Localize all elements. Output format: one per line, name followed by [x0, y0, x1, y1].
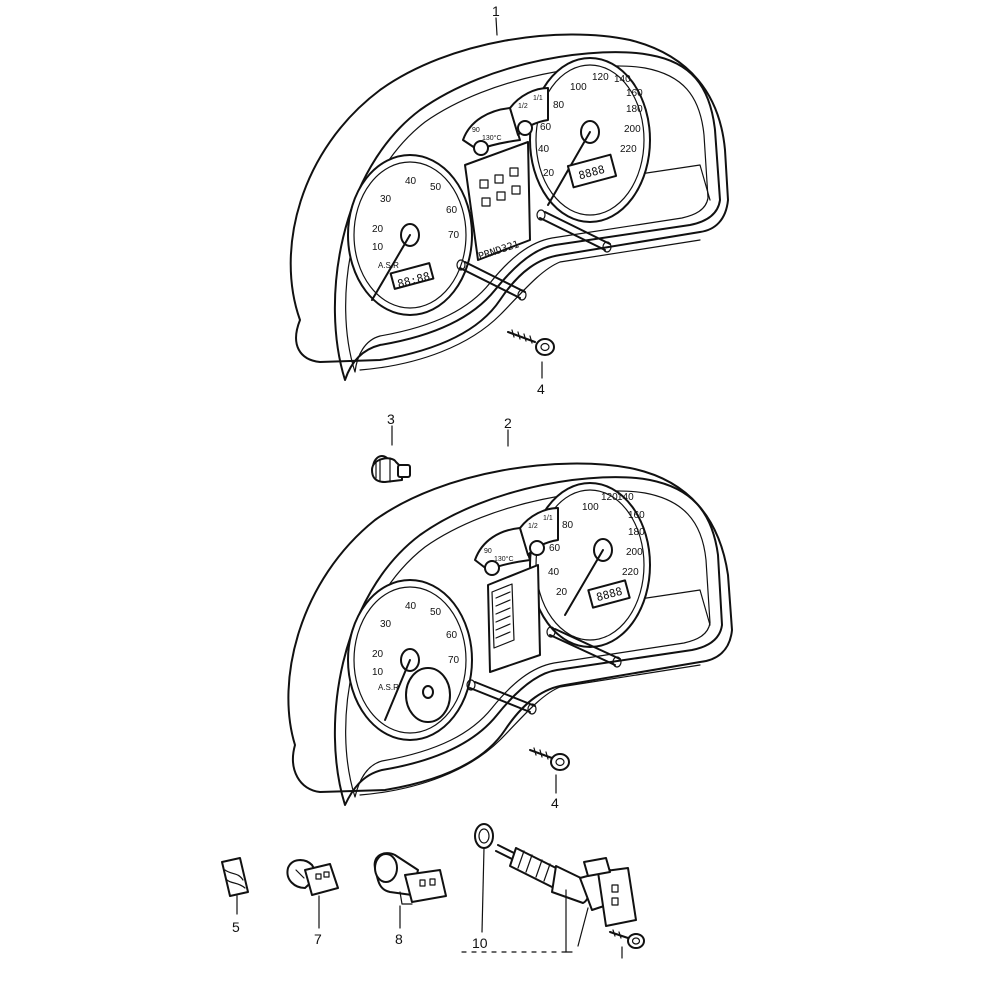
- fuel1-full: 1/1: [533, 95, 543, 102]
- speed-sender-assembly[interactable]: [495, 844, 637, 927]
- temp1-min: 90: [472, 127, 480, 134]
- speedo1-l7: 160: [626, 88, 643, 99]
- tacho1-asr: A.S.R: [378, 261, 399, 270]
- instrument-cluster-2[interactable]: 10 20 30 40 50 60 70 A.S.R 20 40 60 80 1…: [287, 462, 733, 806]
- callout-5: 5: [232, 919, 240, 935]
- cluster-1-bezel: [333, 51, 721, 381]
- tacho1-l2: 30: [380, 194, 392, 205]
- bulb-holder-3[interactable]: [371, 455, 411, 483]
- screw-4-lower[interactable]: [529, 747, 570, 771]
- callout-4-lower: 4: [551, 795, 559, 811]
- cluster-1-clock-display: [389, 262, 435, 290]
- connector-7[interactable]: [286, 859, 339, 896]
- speedo2-l0: 20: [556, 587, 568, 598]
- instrument-cluster-1[interactable]: 10 20 30 40 50 60 70 A.S.R 88:88 20 40 6…: [289, 33, 729, 381]
- clip-5[interactable]: [221, 857, 249, 897]
- cluster-2-speedo-needle: [564, 549, 604, 616]
- speedo1-l8: 180: [626, 104, 643, 115]
- tacho2-l6: 70: [448, 655, 460, 666]
- speedo1-l4: 100: [570, 82, 587, 93]
- screw-4-upper[interactable]: [507, 329, 555, 356]
- speedo2-l9: 200: [626, 547, 643, 558]
- cluster-1-odometer-display: [566, 153, 618, 189]
- speedo1-l9: 200: [624, 124, 641, 135]
- fuel2-half: 1/2: [528, 523, 538, 530]
- tacho2-asr: A.S.R: [378, 683, 399, 692]
- tacho1-l3: 40: [405, 176, 417, 187]
- temp2-label: 130°C: [494, 555, 514, 563]
- o-ring-10[interactable]: [474, 823, 494, 849]
- speedo1-l0: 20: [543, 168, 555, 179]
- cluster-1-center: 90 130°C 1/2 1/1 PRND321: [462, 87, 549, 263]
- speedo2-l3: 80: [562, 520, 574, 531]
- leader-lines: [236, 17, 623, 959]
- speedo2-l4: 100: [582, 502, 599, 513]
- callout-4-upper: 4: [537, 381, 545, 397]
- fuel2-full: 1/1: [543, 515, 553, 522]
- speedo2-l10: 220: [622, 567, 639, 578]
- speedo2-l2: 60: [549, 543, 561, 554]
- tacho2-l4: 50: [430, 607, 442, 618]
- tacho2-l2: 30: [380, 619, 392, 630]
- speedo2-l6: 140: [617, 492, 634, 503]
- speedo1-l6: 140: [614, 74, 631, 85]
- callout-8: 8: [395, 931, 403, 947]
- cluster-1-tachometer: 10 20 30 40 50 60 70 A.S.R 88:88: [347, 154, 473, 316]
- cluster-2-center-display: [487, 564, 541, 673]
- cluster-2-bezel: [333, 476, 723, 806]
- cluster-2-tacho-needle: [384, 659, 411, 721]
- cluster-1-center-display: [464, 141, 531, 261]
- sensor-8[interactable]: [373, 852, 447, 905]
- cluster-1-tacho-needle: [371, 234, 411, 301]
- tacho1-l1: 20: [372, 224, 384, 235]
- callout-3: 3: [387, 411, 395, 427]
- speedo1-l2: 60: [540, 122, 552, 133]
- speedo2-l1: 40: [548, 567, 560, 578]
- callout-1: 1: [492, 3, 500, 19]
- tacho1-l5: 60: [446, 205, 458, 216]
- cluster-2-housing: [287, 462, 733, 793]
- temp2-min: 90: [484, 548, 492, 555]
- cluster-2-speedometer: 20 40 60 80 100 120 140 160 180 200 220 …: [529, 482, 651, 648]
- tacho1-l4: 50: [430, 182, 442, 193]
- tacho2-l3: 40: [405, 601, 417, 612]
- fuel1-half: 1/2: [518, 103, 528, 110]
- speedo1-l10: 220: [620, 144, 637, 155]
- temp1-label: 130°C: [482, 134, 502, 142]
- cluster-1-speedometer: 20 40 60 80 100 120 140 160 180 200 220 …: [529, 57, 651, 223]
- speedo2-l5: 120: [601, 492, 618, 503]
- cluster-2-odometer-display: [587, 579, 631, 609]
- tacho2-l0: 10: [372, 667, 384, 678]
- tacho2-l1: 20: [372, 649, 384, 660]
- tacho2-l5: 60: [446, 630, 458, 641]
- callout-2: 2: [504, 415, 512, 431]
- callout-10: 10: [472, 935, 488, 951]
- cluster-2-tachometer: 10 20 30 40 50 60 70 A.S.R: [347, 579, 473, 741]
- cluster-2-center: 90 130°C 1/2 1/1: [474, 507, 559, 673]
- speedo1-l3: 80: [553, 100, 565, 111]
- callout-7: 7: [314, 931, 322, 947]
- speedo1-l5: 120: [592, 72, 609, 83]
- cluster-1-housing: [289, 33, 729, 363]
- tacho1-l0: 10: [372, 242, 384, 253]
- speedo1-l1: 40: [538, 144, 550, 155]
- tacho1-l6: 70: [448, 230, 460, 241]
- speedo2-l8: 180: [628, 527, 645, 538]
- speedo2-l7: 160: [628, 510, 645, 521]
- screw-sender[interactable]: [609, 929, 645, 949]
